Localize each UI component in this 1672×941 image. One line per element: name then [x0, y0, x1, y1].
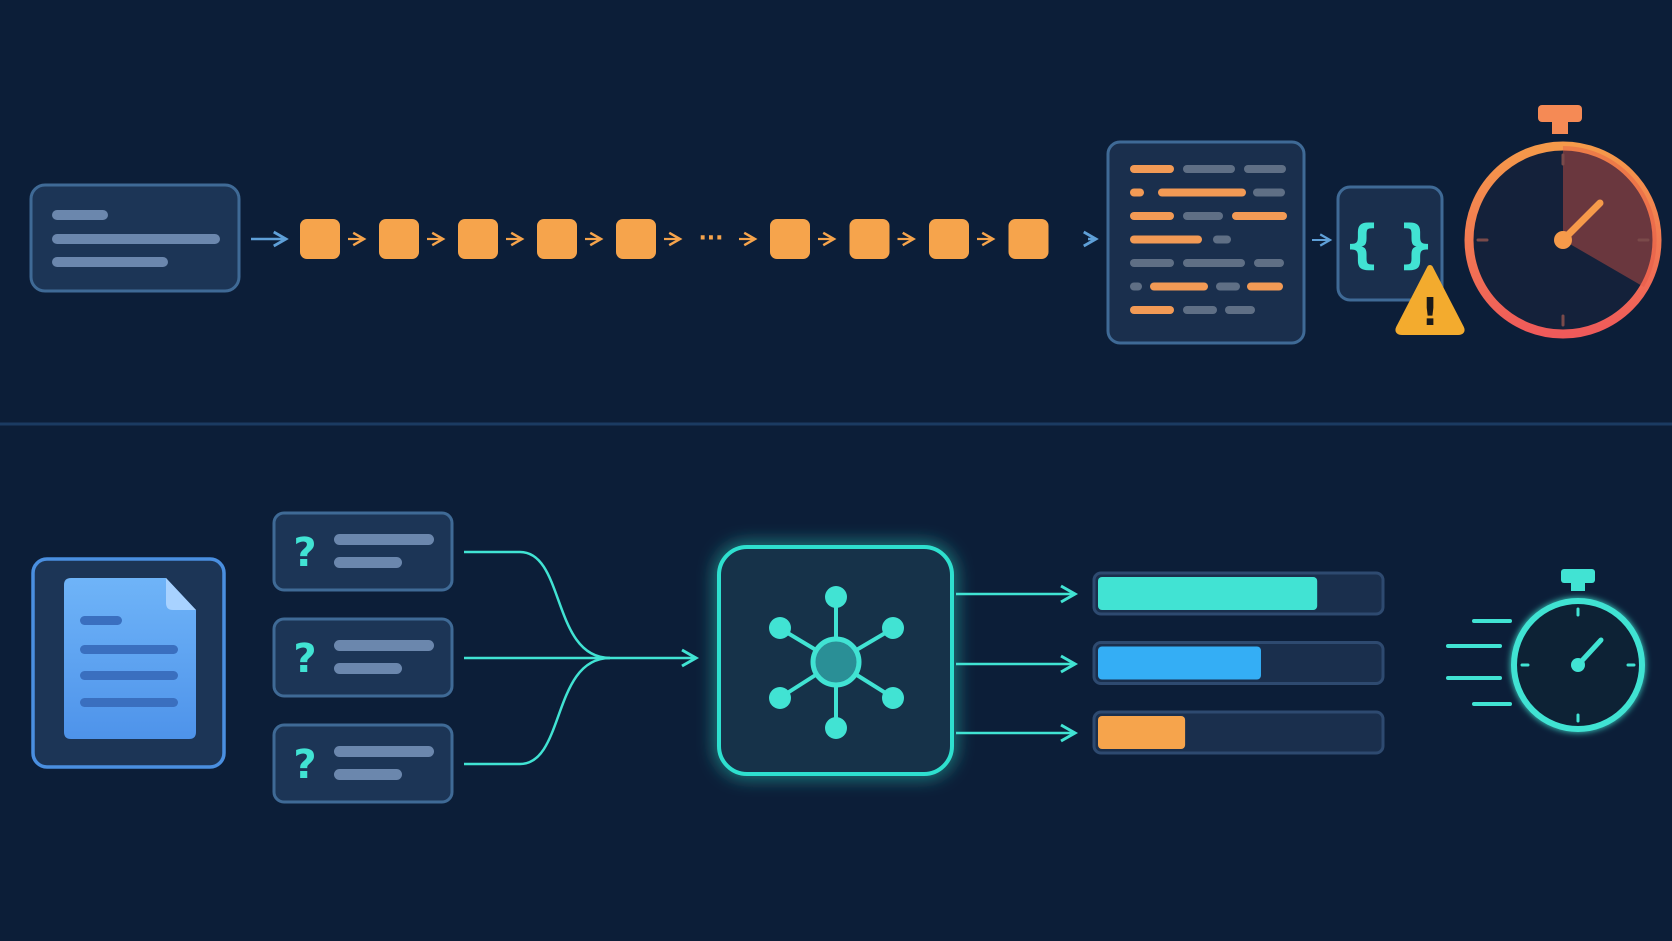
question-card: ?	[272, 723, 454, 804]
document-icon	[31, 557, 226, 769]
code-line	[1130, 212, 1174, 220]
code-output-panel-icon	[1106, 140, 1306, 345]
progress-bar-1	[1092, 571, 1385, 616]
stopwatch-fast-icon	[1446, 569, 1645, 732]
merge-connector	[464, 550, 700, 766]
code-line	[1247, 282, 1283, 291]
progress-fill	[1098, 577, 1318, 610]
code-line	[1183, 165, 1235, 173]
code-line	[1216, 282, 1240, 291]
sequential-flow: ··· { } !	[29, 105, 1662, 345]
code-line	[1130, 306, 1174, 314]
code-line	[1213, 235, 1231, 244]
code-line	[1130, 282, 1142, 291]
token-block	[379, 219, 419, 259]
token-block	[770, 219, 810, 259]
question-mark-icon: ?	[293, 636, 316, 682]
code-line	[1253, 188, 1285, 197]
network-hub-icon	[717, 545, 954, 776]
code-line	[1183, 259, 1245, 267]
code-line	[1130, 165, 1174, 173]
code-line	[1130, 188, 1144, 197]
svg-text:{: {	[1343, 215, 1380, 275]
token-block	[1008, 219, 1049, 259]
question-mark-icon: ?	[293, 530, 316, 576]
progress-bar-3	[1092, 710, 1385, 755]
warning-triangle-icon: !	[1395, 265, 1465, 335]
token-sequence	[300, 219, 1049, 259]
progress-bar-2	[1092, 641, 1385, 685]
stopwatch-slow-icon	[1464, 105, 1662, 339]
code-line	[1232, 212, 1287, 220]
fanout-arrows	[956, 584, 1079, 743]
token-block	[929, 219, 969, 259]
result-bars	[1092, 571, 1385, 755]
svg-text:}: }	[1397, 215, 1434, 275]
curly-braces-icon: { }	[1336, 185, 1444, 302]
code-line	[1225, 306, 1255, 314]
code-line	[1150, 282, 1208, 291]
token-block	[616, 219, 656, 259]
progress-fill	[1098, 646, 1261, 680]
code-line	[1183, 212, 1223, 220]
code-line	[1244, 165, 1286, 173]
question-cards: ???	[272, 511, 454, 804]
svg-text:!: !	[1421, 290, 1438, 334]
ellipsis: ···	[698, 226, 723, 251]
progress-fill	[1098, 716, 1186, 749]
parallel-flow: ???	[31, 511, 1645, 804]
token-block	[300, 219, 340, 259]
code-line	[1254, 259, 1284, 267]
code-line	[1158, 188, 1246, 197]
code-line	[1183, 306, 1217, 314]
question-mark-icon: ?	[293, 742, 316, 788]
code-line	[1130, 259, 1174, 267]
question-card: ?	[272, 511, 454, 592]
token-block	[458, 219, 498, 259]
question-card: ?	[272, 617, 454, 698]
token-block	[849, 219, 890, 259]
input-text-panel-icon	[29, 183, 241, 293]
code-line	[1130, 235, 1202, 244]
token-block	[537, 219, 577, 259]
